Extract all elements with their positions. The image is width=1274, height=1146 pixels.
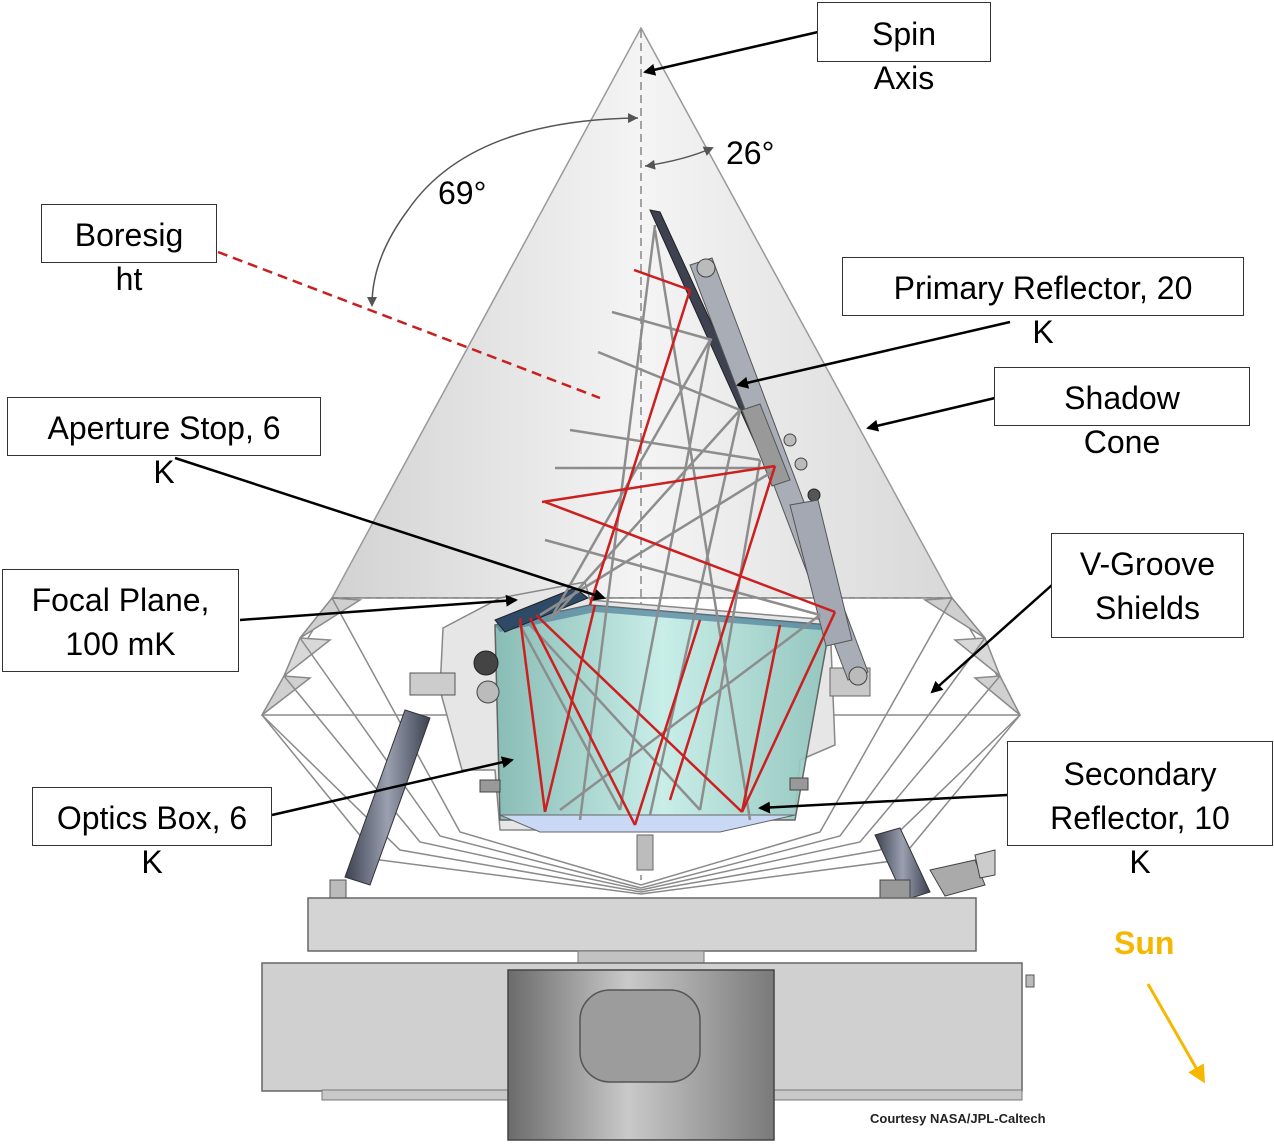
boresight-angle-arc (367, 117, 639, 307)
primary-reflector-label: Primary Reflector, 20 K (893, 270, 1193, 350)
red-rays (518, 268, 837, 826)
v-groove-label: V-Groove Shields (1079, 546, 1216, 626)
support-struts (329, 709, 996, 901)
boresight-angle-label: 69° (438, 175, 487, 211)
primary-reflector-box (842, 257, 1244, 316)
boresight-box (41, 204, 217, 263)
optics-box-box (32, 787, 272, 846)
shadow-cone-label: Shadow Cone (1064, 380, 1180, 460)
secondary-reflector-label: Secondary Reflector, 10 K (1050, 756, 1230, 880)
optics-box-label: Optics Box, 6 K (56, 800, 248, 880)
sun-label: Sun (1114, 925, 1175, 961)
label-pointers (174, 30, 1053, 817)
boresight-label: Boresig ht (74, 217, 184, 297)
shadow-cone-box (994, 367, 1250, 426)
focal-plane-box (2, 569, 239, 672)
v-groove-box (1051, 533, 1244, 638)
optics-box (494, 604, 831, 821)
primary-reflector (649, 209, 869, 686)
aperture-stop-label: Aperture Stop, 6 K (47, 410, 281, 490)
aperture-stop-box (7, 397, 321, 456)
cone-angle-label: 26° (726, 135, 775, 171)
sun-arrow (1146, 983, 1205, 1084)
secondary-reflector-box (1007, 741, 1273, 846)
spin-axis-label: Spin Axis (871, 16, 937, 96)
image-credit: Courtesy NASA/JPL-Caltech (870, 1111, 1046, 1126)
spin-axis-box (817, 2, 991, 62)
spacecraft-bus (261, 897, 1035, 1141)
boresight-line (217, 250, 601, 400)
focal-plane-label: Focal Plane, 100 mK (31, 582, 210, 662)
